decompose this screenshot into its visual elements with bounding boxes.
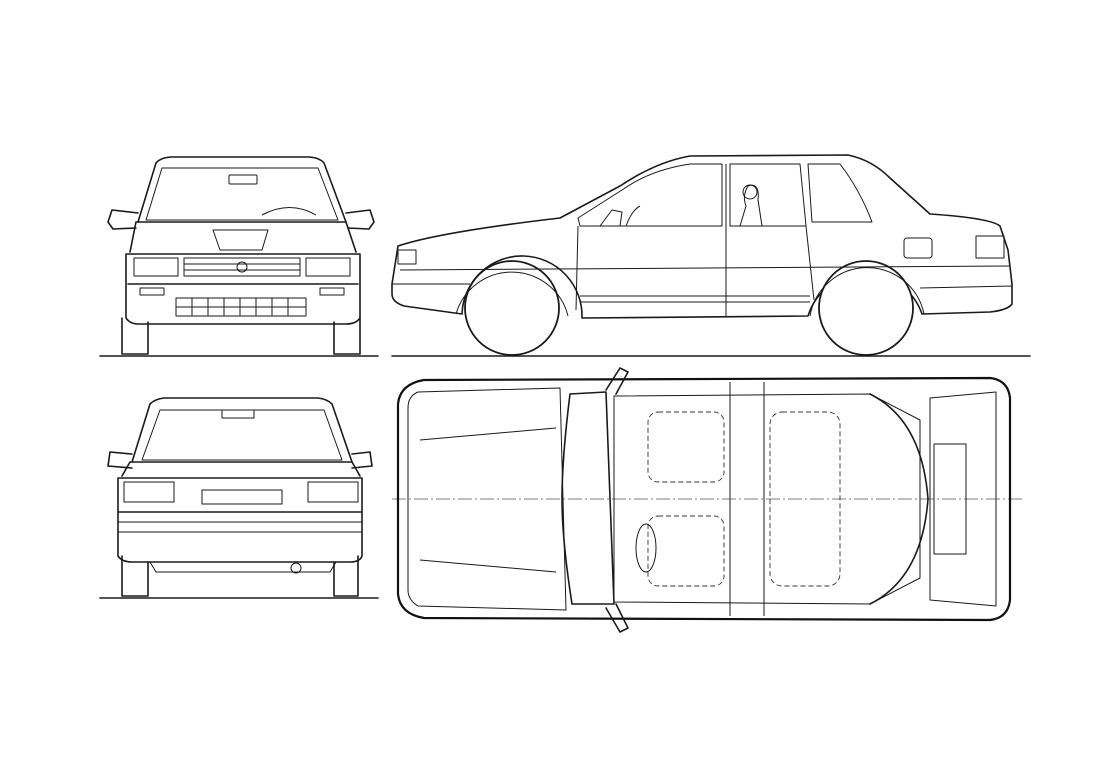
front-grille [183, 257, 301, 277]
front-right-indicator [319, 287, 345, 296]
top-front-left-seat [647, 411, 725, 483]
front-body [125, 253, 361, 325]
front-hood-vent [212, 229, 269, 251]
front-left-headlamp [133, 257, 179, 277]
front-badge [236, 261, 248, 273]
side-rear-door-edge [805, 225, 815, 301]
top-front-right-seat [647, 515, 725, 587]
rear-left-tyre [121, 555, 149, 597]
top-trunk-lid [929, 391, 997, 607]
top-rear-window [869, 393, 929, 605]
front-mirror-badge [228, 174, 258, 185]
side-head-lamp [397, 249, 417, 265]
front-right-headlamp [305, 257, 351, 277]
top-body-outline [396, 376, 1012, 622]
side-front-wheel [464, 260, 560, 356]
rear-plate [201, 489, 283, 505]
side-front-arch [455, 271, 569, 317]
top-windscreen [561, 391, 615, 605]
side-tail-lamp [975, 235, 1005, 259]
rear-view [99, 397, 379, 599]
side-front-window [577, 163, 723, 227]
side-fuel-flap [903, 237, 933, 259]
rear-body [117, 477, 363, 563]
front-right-tyre [333, 317, 361, 355]
top-trunk-panel [933, 443, 967, 555]
front-left-indicator [139, 287, 165, 296]
side-view [391, 154, 1031, 357]
rear-exhaust [290, 562, 302, 574]
front-left-tyre [121, 317, 149, 355]
rear-brake-light [221, 409, 255, 419]
front-roof-outline [137, 156, 347, 223]
side-rear-wheel [818, 260, 914, 356]
front-left-mirror [107, 209, 139, 230]
top-view [392, 367, 1022, 633]
rear-left-tail-lamp [123, 481, 175, 503]
side-rear-window [729, 163, 807, 227]
top-bonnet-crease [419, 427, 557, 441]
front-windshield [145, 167, 339, 221]
front-view [99, 156, 379, 357]
side-rear-arch [809, 267, 925, 317]
side-mirror [599, 209, 623, 227]
rear-right-mirror [351, 451, 373, 469]
front-intake-slats [176, 298, 306, 316]
front-hood [129, 221, 357, 253]
rear-undertray [149, 561, 337, 573]
top-rear-bench [769, 411, 841, 587]
top-left-mirror [605, 367, 629, 395]
side-body-outline [391, 154, 1013, 319]
top-right-mirror [605, 603, 629, 633]
side-rear-bumper [919, 285, 1013, 289]
top-steering-wheel [635, 523, 657, 573]
rear-left-mirror [107, 451, 133, 469]
rear-right-tail-lamp [307, 481, 359, 503]
front-right-mirror [345, 209, 375, 230]
top-bonnet [407, 387, 567, 611]
side-quarter-window [807, 163, 873, 223]
top-bonnet-crease [419, 559, 557, 573]
rear-roof-outline [131, 397, 353, 463]
rear-right-tyre [333, 555, 359, 597]
rear-trunk-lid [121, 461, 361, 477]
front-wiper [261, 207, 317, 216]
side-occupant-head [742, 184, 758, 200]
side-front-door-edge [575, 225, 579, 311]
side-body-crease [399, 265, 1011, 271]
rear-window [141, 409, 343, 461]
side-steering-wheel [625, 205, 641, 227]
